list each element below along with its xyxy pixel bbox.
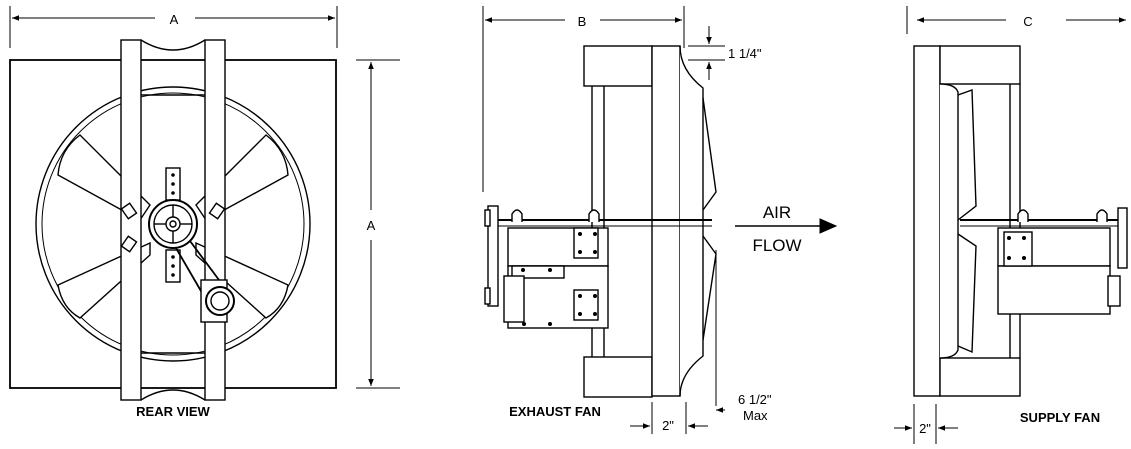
bolt: [548, 322, 552, 326]
bolt: [1022, 236, 1026, 240]
exhaust-fan-title: EXHAUST FAN: [509, 404, 601, 419]
dimension-max-word: Max: [743, 408, 768, 423]
dimension-a-side: [356, 59, 400, 389]
airflow-label-line1: AIR: [763, 203, 791, 222]
bolt: [593, 294, 597, 298]
bolt: [522, 322, 526, 326]
bolt: [578, 250, 582, 254]
bolt: [593, 312, 597, 316]
dimension-exhaust-offset-label: 2": [662, 418, 674, 433]
dimension-max-value: 6 1/2": [738, 392, 772, 407]
supply-fan-view: [894, 6, 1128, 444]
housing-bolts: [521, 232, 1026, 326]
bolt: [578, 312, 582, 316]
dimension-b: [482, 6, 685, 192]
bolt: [521, 268, 525, 272]
dimension-c: [906, 6, 1126, 34]
bracket-bolts: [171, 173, 175, 277]
supply-bearings: [1017, 209, 1108, 222]
bolt: [1022, 256, 1026, 260]
dimension-a-side-label: A: [367, 218, 376, 233]
supply-motor: [997, 227, 1121, 315]
fan-ring-inner: [41, 92, 305, 356]
dimension-max-depth: [715, 250, 725, 413]
bolt: [1007, 256, 1011, 260]
dimension-supply-offset-label: 2": [919, 421, 931, 436]
dimension-gap-label: 1 1/4": [728, 46, 762, 61]
bolt: [578, 232, 582, 236]
exhaust-pulley: [484, 205, 499, 307]
dimension-b-label: B: [578, 14, 587, 29]
supply-pulley: [1117, 207, 1128, 269]
dimension-gap-top: [688, 26, 725, 80]
rear-motor: [200, 279, 235, 323]
bolt: [578, 294, 582, 298]
bolt: [548, 268, 552, 272]
rear-view-title: REAR VIEW: [136, 404, 210, 419]
dimension-exhaust-offset: [630, 402, 708, 434]
rear-view: A: [9, 6, 400, 401]
bolt: [593, 250, 597, 254]
exhaust-bearings: [511, 209, 600, 222]
bolt: [593, 232, 597, 236]
supply-housing: [913, 45, 1021, 397]
exhaust-fan-view: [482, 6, 725, 434]
exhaust-housing: [583, 45, 704, 398]
supply-fan-title: SUPPLY FAN: [1020, 410, 1100, 425]
airflow-label-line2: FLOW: [752, 236, 801, 255]
drive-pulley: [148, 199, 198, 249]
dimension-a-top-label: A: [170, 12, 179, 27]
bolt: [1007, 236, 1011, 240]
dimension-supply-offset: [894, 404, 958, 444]
rear-panel: [9, 59, 337, 389]
supply-blade-profile: [957, 89, 977, 354]
airflow-arrow: [735, 218, 838, 234]
exhaust-motor: [503, 227, 609, 329]
dimension-c-label: C: [1023, 14, 1032, 29]
fan-ring-outer: [35, 86, 311, 362]
dimension-a-top: [9, 6, 338, 48]
